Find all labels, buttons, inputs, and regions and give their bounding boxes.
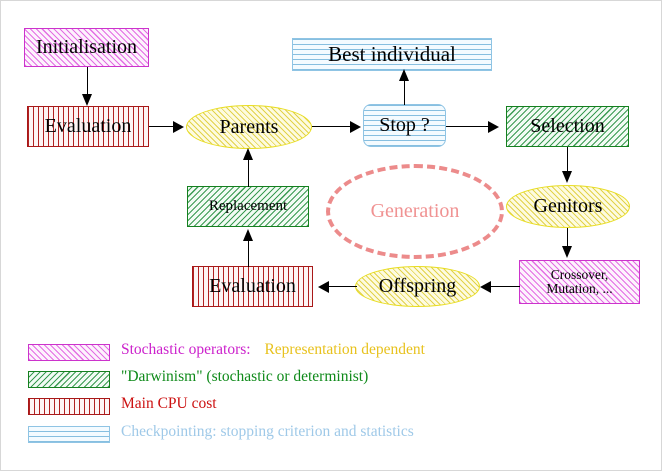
node-evaluation-top[interactable]: Evaluation <box>27 106 149 147</box>
edge-evaluation-to-replacement <box>248 239 250 267</box>
node-offspring-label: Offspring <box>378 275 457 298</box>
edge-stop-to-best-individual-arrow <box>398 69 409 81</box>
node-offspring[interactable]: Offspring <box>355 266 480 307</box>
node-initialisation-label: Initialisation <box>35 36 138 59</box>
legend-row-darwinism: "Darwinism" (stochastic or determinist) <box>1 368 661 397</box>
node-generation: Generation <box>326 164 504 259</box>
edge-initialisation-to-evaluation <box>87 67 89 98</box>
edge-selection-to-genitors <box>567 147 569 175</box>
edge-parents-to-stop-arrow <box>350 120 361 133</box>
node-crossover-mutation-label-line1: Crossover, <box>550 267 609 283</box>
edge-stop-to-best-individual <box>404 73 406 105</box>
legend-swatch-darwinism <box>28 371 110 388</box>
edge-initialisation-to-evaluation-arrow <box>81 94 92 106</box>
legend-swatch-stochastic-operators <box>28 344 110 361</box>
edge-stop-to-selection-arrow <box>488 120 499 133</box>
node-generation-label: Generation <box>370 200 460 222</box>
edge-offspring-to-evaluation <box>327 286 357 288</box>
edge-offspring-to-evaluation-arrow <box>318 280 329 293</box>
node-replacement[interactable]: Replacement <box>187 186 309 227</box>
edge-replacement-to-parents <box>248 158 250 187</box>
node-stop-label: Stop ? <box>379 114 430 137</box>
edge-evaluation-to-replacement-arrow <box>242 229 253 241</box>
legend-label-main-cpu-cost: Main CPU cost <box>121 395 217 412</box>
node-initialisation[interactable]: Initialisation <box>24 28 149 67</box>
node-parents[interactable]: Parents <box>186 105 312 149</box>
node-selection-label: Selection <box>530 115 605 138</box>
node-best-individual[interactable]: Best individual <box>292 38 492 71</box>
node-replacement-label: Replacement <box>208 197 288 214</box>
edge-crossover-to-offspring <box>488 286 520 288</box>
edge-evaluation-to-parents <box>149 126 177 128</box>
legend-row-main-cpu-cost: Main CPU cost <box>1 395 661 424</box>
edge-stop-to-selection <box>446 126 492 128</box>
legend-label-checkpointing: Checkpointing: stopping criterion and st… <box>121 423 414 440</box>
legend-label-stochastic-operators-text: Stochastic operators: <box>121 341 251 358</box>
legend-swatch-checkpointing <box>28 426 110 443</box>
legend-swatch-main-cpu-cost <box>28 398 110 415</box>
node-evaluation-bottom[interactable]: Evaluation <box>192 266 313 307</box>
node-selection[interactable]: Selection <box>506 106 629 147</box>
node-crossover-mutation[interactable]: Crossover, Mutation, ... <box>519 260 640 304</box>
legend-row-stochastic-operators: Stochastic operators: Representation dep… <box>1 341 661 370</box>
legend-label-stochastic-operators: Stochastic operators: Representation dep… <box>121 341 425 359</box>
node-genitors[interactable]: Genitors <box>506 185 630 228</box>
legend-label-darwinism: "Darwinism" (stochastic or determinist) <box>121 368 369 385</box>
legend-label-representation-dependent: Representation dependent <box>264 341 425 358</box>
edge-replacement-to-parents-arrow <box>242 148 253 160</box>
node-evaluation-bottom-label: Evaluation <box>209 275 296 298</box>
edge-evaluation-to-parents-arrow <box>173 120 184 133</box>
node-genitors-label: Genitors <box>533 195 603 218</box>
node-crossover-mutation-label-line2: Mutation, ... <box>546 281 613 296</box>
edge-selection-to-genitors-arrow <box>561 171 572 183</box>
node-parents-label: Parents <box>219 115 279 138</box>
edge-crossover-to-offspring-arrow <box>480 280 491 293</box>
edge-genitors-to-crossover-arrow <box>561 246 572 258</box>
edge-genitors-to-crossover <box>567 228 569 248</box>
node-stop[interactable]: Stop ? <box>363 104 446 147</box>
node-best-individual-label: Best individual <box>328 41 456 66</box>
edge-parents-to-stop <box>312 126 354 128</box>
legend-row-checkpointing: Checkpointing: stopping criterion and st… <box>1 423 661 452</box>
node-evaluation-top-label: Evaluation <box>44 115 132 138</box>
